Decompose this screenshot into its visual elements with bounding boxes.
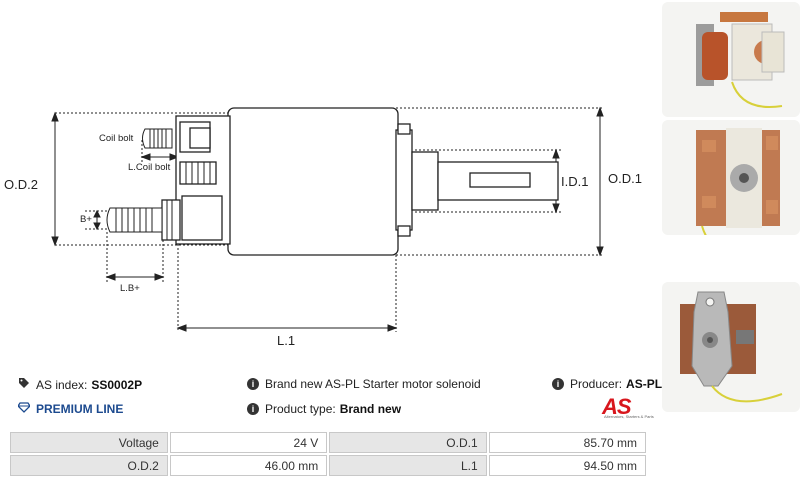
diamond-icon — [17, 402, 31, 416]
premium-line: PREMIUM LINE — [17, 402, 124, 416]
table-row: Voltage 24 V O.D.1 85.70 mm — [10, 432, 646, 453]
as-index-value: SS0002P — [91, 377, 143, 392]
description: i Brand new AS-PL Starter motor solenoid — [247, 377, 481, 391]
logo-text: AS — [602, 394, 632, 419]
description-text: Brand new AS-PL Starter motor solenoid — [265, 377, 481, 391]
spec-label: L.1 — [329, 455, 487, 476]
info-icon: i — [247, 378, 259, 390]
product-photo-middle — [662, 120, 800, 235]
od2-label: O.D.2 — [4, 177, 38, 192]
l-coil-bolt-label: L.Coil bolt — [128, 162, 171, 173]
producer-value: AS-PL — [626, 377, 663, 391]
info-icon: i — [247, 403, 259, 415]
b-plus-label: B+ — [80, 214, 92, 225]
spec-value: 94.50 mm — [488, 455, 646, 476]
info-icon: i — [552, 378, 564, 390]
coil-bolt-label: Coil bolt — [99, 133, 134, 144]
as-index: AS index: SS0002P — [18, 377, 142, 392]
product-type-value: Brand new — [339, 402, 402, 416]
producer-label: Producer: — [570, 377, 623, 391]
spec-value: 24 V — [169, 432, 328, 453]
premium-line-label: PREMIUM LINE — [36, 402, 124, 416]
lb-plus-label: L.B+ — [120, 283, 140, 294]
od1-label: O.D.1 — [608, 171, 642, 186]
specs-table: Voltage 24 V O.D.1 85.70 mm O.D.2 46.00 … — [8, 430, 648, 478]
l1-label: L.1 — [277, 333, 295, 348]
product-type: i Product type: Brand new — [247, 402, 401, 416]
spec-label: O.D.2 — [10, 455, 168, 476]
as-index-label: AS index: — [36, 377, 88, 392]
tag-icon — [18, 377, 30, 392]
logo-subtitle: Alternators, Starters & Parts — [604, 414, 654, 419]
id1-label: I.D.1 — [561, 174, 588, 189]
spec-value: 46.00 mm — [169, 455, 328, 476]
producer: i Producer: AS-PL — [552, 377, 662, 391]
table-row: O.D.2 46.00 mm L.1 94.50 mm — [10, 455, 646, 476]
product-photo-top — [662, 2, 800, 117]
spec-value: 85.70 mm — [488, 432, 646, 453]
spec-label: Voltage — [10, 432, 168, 453]
product-type-label: Product type: — [265, 402, 336, 416]
spec-label: O.D.1 — [329, 432, 487, 453]
as-pl-logo: AS Alternators, Starters & Parts — [588, 394, 654, 420]
product-photo-bottom — [662, 282, 800, 412]
